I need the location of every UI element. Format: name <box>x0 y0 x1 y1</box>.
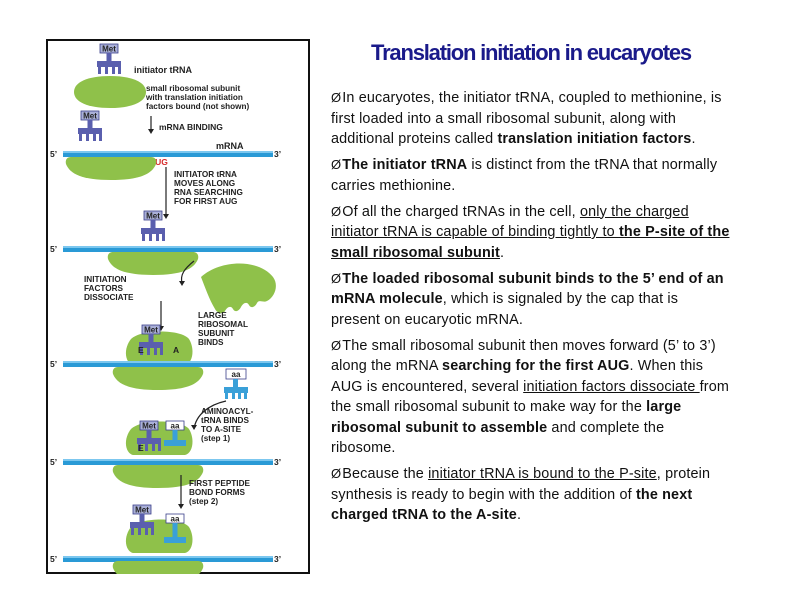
bullet-text: large ribosomal subunit to assemble <box>331 399 682 436</box>
svg-text:3’: 3’ <box>274 359 281 369</box>
bullet-arrow-icon: Ø <box>331 466 342 481</box>
bullet-arrow-icon: Ø <box>331 203 342 219</box>
bullet-text: Because the <box>342 466 429 482</box>
svg-text:(step 2): (step 2) <box>189 497 218 506</box>
small-subunit-line-3: factors bound (not shown) <box>146 102 250 111</box>
initiator-trna-label: initiator tRNA <box>134 65 192 75</box>
bullet-arrow-icon: Ø <box>331 90 342 105</box>
svg-text:BINDS: BINDS <box>198 338 224 347</box>
svg-text:FOR FIRST AUG: FOR FIRST AUG <box>174 197 237 206</box>
svg-text:E: E <box>138 443 144 453</box>
svg-text:BOND FORMS: BOND FORMS <box>189 488 245 497</box>
panel-aminoacyl: aa AMINOACYL- tRNA BINDS TO A-SITE (step… <box>50 368 281 488</box>
bullet-point: ØThe initiator tRNA is distinct from the… <box>331 155 731 196</box>
panel-mrna-binding: Met mRNA BINDING mRNA 5’ 3’ AUG <box>50 110 281 180</box>
panel-initiator-trna: Met initiator tRNA small ribosomal subun… <box>74 43 250 111</box>
svg-text:RNA SEARCHING: RNA SEARCHING <box>174 188 243 197</box>
panel-factors-dissociate: INITIATION FACTORS DISSOCIATE LARGE RIBO… <box>84 260 276 347</box>
svg-text:INITIATION: INITIATION <box>84 275 127 284</box>
bullet-text: . <box>499 244 505 261</box>
svg-text:FACTORS: FACTORS <box>84 284 124 293</box>
svg-text:A: A <box>173 345 179 355</box>
svg-text:Met: Met <box>135 506 149 515</box>
bullet-text: The initiator tRNA <box>342 157 468 173</box>
bullet-text: , protein synthesis is ready to begin wi… <box>331 466 711 503</box>
bullet-text: translation initiation factors <box>497 131 692 147</box>
bullet-text: only the charged initiator tRNA is capab… <box>331 203 689 241</box>
bullet-text: the P-site of the small ribosomal subuni… <box>331 224 730 261</box>
bullet-text: from the small ribosomal subunit to make… <box>331 378 730 416</box>
svg-text:aa: aa <box>232 370 241 379</box>
small-subunit-line-2: with translation initiation <box>145 93 243 102</box>
svg-text:LARGE: LARGE <box>198 311 227 320</box>
mrna-binding-label: mRNA BINDING <box>159 122 223 132</box>
svg-text:DISSOCIATE: DISSOCIATE <box>84 293 134 302</box>
bullet-text: . <box>516 507 522 523</box>
bullet-point: ØThe small ribosomal subunit then moves … <box>331 336 731 459</box>
mrna-label: mRNA <box>216 141 244 151</box>
svg-text:(step 1): (step 1) <box>201 434 230 443</box>
bullet-point: ØOf all the charged tRNAs in the cell, o… <box>331 202 731 264</box>
bullet-arrow-icon: Ø <box>331 337 342 353</box>
svg-text:Met: Met <box>144 326 158 335</box>
bullet-text: the next charged tRNA to the A-site <box>331 486 693 524</box>
svg-text:AMINOACYL-: AMINOACYL- <box>201 407 254 416</box>
panel-scanning: INITIATOR tRNA MOVES ALONG RNA SEARCHING… <box>50 167 281 275</box>
svg-text:3’: 3’ <box>274 457 281 467</box>
bullet-text: . When this AUG is encountered, several <box>331 358 704 395</box>
bullet-text: initiation factors dissociate <box>523 378 700 395</box>
bullet-text: is distinct from the tRNA that normally … <box>331 157 718 194</box>
svg-text:5’: 5’ <box>50 359 57 369</box>
svg-text:aa: aa <box>171 422 180 431</box>
svg-text:FIRST PEPTIDE: FIRST PEPTIDE <box>189 479 250 488</box>
svg-text:INITIATOR tRNA: INITIATOR tRNA <box>174 170 237 179</box>
bullet-text: initiator tRNA is bound to the P-site <box>428 466 657 482</box>
bullet-text: , which is signaled by the cap that is p… <box>331 291 679 328</box>
bullet-text: . <box>691 131 696 147</box>
bullet-points: ØIn eucaryotes, the initiator tRNA, coup… <box>331 88 731 531</box>
svg-text:5’: 5’ <box>50 244 57 254</box>
small-subunit-line-1: small ribosomal subunit <box>146 84 240 93</box>
bullet-text: In eucaryotes, the initiator tRNA, coupl… <box>331 90 722 147</box>
slide-title: Translation initiation in eucaryotes <box>371 40 692 65</box>
bullet-point: ØBecause the initiator tRNA is bound to … <box>331 464 731 526</box>
svg-text:MOVES ALONG: MOVES ALONG <box>174 179 235 188</box>
panel-peptide-bond: FIRST PEPTIDE BOND FORMS (step 2) Met aa… <box>50 475 281 574</box>
bullet-point: ØIn eucaryotes, the initiator tRNA, coup… <box>331 88 731 150</box>
aug-label: AUG <box>149 157 168 167</box>
svg-text:SUBUNIT: SUBUNIT <box>198 329 234 338</box>
svg-text:Met: Met <box>146 212 160 221</box>
svg-text:E: E <box>138 345 144 355</box>
svg-text:RIBOSOMAL: RIBOSOMAL <box>198 320 248 329</box>
bullet-text: The small ribosomal subunit then moves f… <box>331 337 716 375</box>
panel-ribosome: Met E A 5’ 3’ AUG <box>50 324 281 390</box>
svg-text:TO A-SITE: TO A-SITE <box>201 425 242 434</box>
svg-text:Met: Met <box>83 112 97 121</box>
bullet-arrow-icon: Ø <box>331 270 342 286</box>
svg-text:5’: 5’ <box>50 149 57 159</box>
svg-text:3’: 3’ <box>274 244 281 254</box>
svg-text:5’: 5’ <box>50 554 57 564</box>
svg-text:aa: aa <box>171 515 180 524</box>
bullet-text: The loaded ribosomal subunit binds to th… <box>331 270 724 308</box>
svg-text:3’: 3’ <box>274 149 281 159</box>
met-label: Met <box>102 45 116 54</box>
bullet-point: ØThe loaded ribosomal subunit binds to t… <box>331 269 731 331</box>
svg-text:tRNA BINDS: tRNA BINDS <box>201 416 249 425</box>
svg-text:Met: Met <box>142 422 156 431</box>
svg-text:5’: 5’ <box>50 457 57 467</box>
translation-initiation-diagram: Met initiator tRNA small ribosomal subun… <box>46 39 310 574</box>
bullet-arrow-icon: Ø <box>331 157 342 172</box>
bullet-text: searching for the first AUG <box>442 358 630 374</box>
bullet-text: Of all the charged tRNAs in the cell, <box>342 203 580 220</box>
bullet-text: and complete the ribosome. <box>331 419 665 457</box>
svg-text:3’: 3’ <box>274 554 281 564</box>
